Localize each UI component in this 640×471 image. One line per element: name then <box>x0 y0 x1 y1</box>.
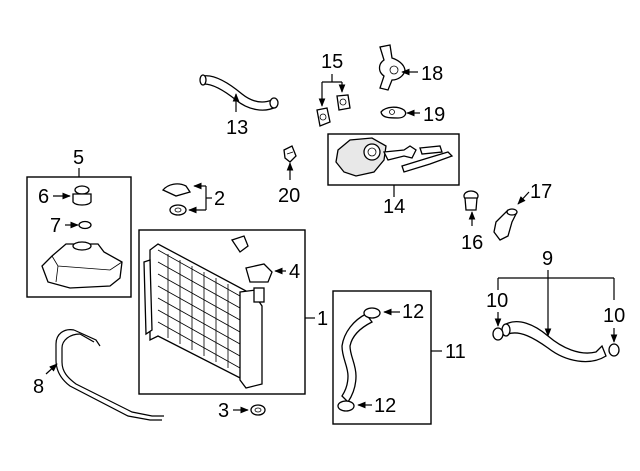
sensor-part-20[interactable] <box>283 145 297 163</box>
upper-hose-part[interactable] <box>199 74 279 111</box>
callout-19: 19 <box>423 104 445 126</box>
callout-7: 7 <box>50 215 61 237</box>
callout-6: 6 <box>38 186 49 208</box>
air-guard-part-4[interactable] <box>245 263 273 283</box>
water-inlet-part[interactable] <box>493 208 518 241</box>
callout-17: 17 <box>530 181 552 203</box>
callout-15: 15 <box>321 51 343 73</box>
callout-18: 18 <box>421 63 443 85</box>
thermostat-housing-part[interactable] <box>335 137 454 177</box>
cooler-line-part[interactable] <box>55 329 164 421</box>
callout-16: 16 <box>461 232 483 254</box>
seal-part-2b[interactable] <box>169 204 187 216</box>
callout-5: 5 <box>73 147 84 169</box>
hose-group-box <box>332 290 432 425</box>
lower-hose-part-11[interactable] <box>341 313 373 404</box>
radiator-bracket-part[interactable] <box>230 235 249 253</box>
cap-seal-part[interactable] <box>78 220 92 230</box>
insulator-part-3[interactable] <box>250 404 266 416</box>
callout-12a: 12 <box>402 301 424 323</box>
hose-clamp-12b[interactable] <box>337 400 355 412</box>
reservoir-tank-part[interactable] <box>41 241 123 289</box>
water-outlet-part[interactable] <box>378 44 406 91</box>
callout-11: 11 <box>445 341 466 363</box>
cap-part-2a[interactable] <box>161 183 192 197</box>
radiator-part[interactable] <box>143 243 265 389</box>
callout-20: 20 <box>278 185 300 207</box>
radiator-group-box <box>138 229 306 395</box>
callout-3: 3 <box>218 400 229 422</box>
callout-12b: 12 <box>374 395 396 417</box>
thermostat-part-16[interactable] <box>463 190 479 211</box>
reservoir-cap-part[interactable] <box>72 185 92 206</box>
callout-13: 13 <box>226 117 248 139</box>
callout-8: 8 <box>33 376 44 398</box>
callout-2: 2 <box>214 188 225 210</box>
callout-14: 14 <box>383 196 405 218</box>
callout-9: 9 <box>542 248 553 270</box>
callout-1: 1 <box>317 308 328 330</box>
hose-part-9[interactable] <box>501 321 607 363</box>
gasket-part-19[interactable] <box>380 106 407 119</box>
gasket-part-15a[interactable] <box>316 107 331 127</box>
callout-4: 4 <box>289 261 300 283</box>
hose-clamp-10b[interactable] <box>608 343 620 357</box>
gasket-part-15b[interactable] <box>336 94 351 111</box>
hose-clamp-10a[interactable] <box>492 327 504 341</box>
callout-10b: 10 <box>603 305 625 327</box>
callout-10a: 10 <box>486 290 508 312</box>
hose-clamp-12a[interactable] <box>363 307 381 319</box>
